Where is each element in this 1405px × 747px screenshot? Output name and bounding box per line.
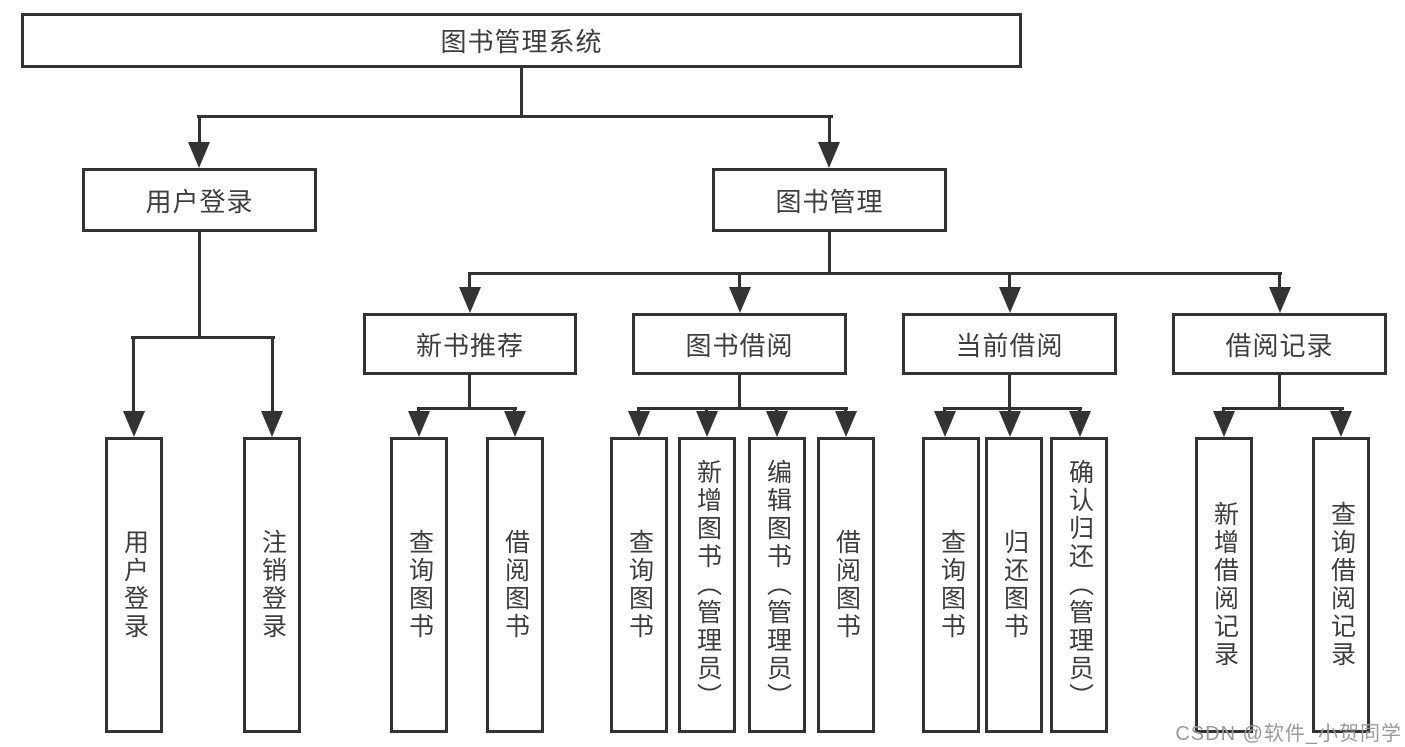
leaf-query-borrow-record: 查询借阅记录 bbox=[1312, 437, 1370, 733]
leaf-edit-book-admin: 编辑图书（管理员） bbox=[748, 437, 806, 733]
connector-root-rail bbox=[197, 115, 833, 118]
node-book-management: 图书管理 bbox=[712, 168, 947, 232]
connector-book-mgmt-stem bbox=[828, 232, 831, 275]
leaf-confirm-return-admin: 确认归还（管理员） bbox=[1050, 437, 1108, 733]
leaf-query-books: 查询图书 bbox=[610, 437, 668, 733]
arrowhead-down-icon bbox=[696, 411, 718, 437]
connector-drop-login-leaf bbox=[132, 336, 135, 413]
connector-bookborrow-stem bbox=[738, 375, 741, 410]
connector-drop-book-borrow bbox=[738, 272, 741, 290]
connector-currentborrow-stem bbox=[1008, 375, 1011, 410]
node-book-borrowing: 图书借阅 bbox=[632, 313, 847, 375]
connector-drop-logout-leaf bbox=[271, 336, 274, 413]
leaf-user-login: 用户登录 bbox=[105, 437, 163, 733]
leaf-return-books: 归还图书 bbox=[985, 437, 1043, 733]
connector-bookborrow-rail bbox=[637, 407, 848, 410]
connector-newbook-rail bbox=[417, 407, 517, 410]
connector-book-mgmt-rail bbox=[468, 272, 1282, 275]
node-user-login: 用户登录 bbox=[82, 168, 317, 232]
leaf-query-books: 查询图书 bbox=[922, 437, 980, 733]
arrowhead-down-icon bbox=[729, 287, 751, 313]
connector-root-stem bbox=[520, 68, 523, 118]
arrowhead-down-icon bbox=[628, 411, 650, 437]
arrowhead-down-icon bbox=[999, 411, 1021, 437]
node-library-management-system: 图书管理系统 bbox=[21, 13, 1022, 68]
leaf-add-book-admin: 新增图书（管理员） bbox=[678, 437, 736, 733]
arrowhead-down-icon bbox=[459, 287, 481, 313]
leaf-borrow-books: 借阅图书 bbox=[486, 437, 544, 733]
connector-user-login-stem bbox=[198, 232, 201, 339]
leaf-query-books: 查询图书 bbox=[390, 437, 448, 733]
node-current-borrowing: 当前借阅 bbox=[902, 313, 1117, 375]
arrowhead-down-icon bbox=[818, 142, 840, 168]
leaf-add-borrow-record: 新增借阅记录 bbox=[1195, 437, 1253, 733]
connector-newbook-stem bbox=[468, 375, 471, 410]
arrowhead-down-icon bbox=[261, 411, 283, 437]
arrowhead-down-icon bbox=[934, 411, 956, 437]
arrowhead-down-icon bbox=[123, 411, 145, 437]
leaf-logout: 注销登录 bbox=[243, 437, 301, 733]
arrowhead-down-icon bbox=[999, 287, 1021, 313]
connector-user-login-rail bbox=[131, 336, 275, 339]
arrowhead-down-icon bbox=[1269, 287, 1291, 313]
arrowhead-down-icon bbox=[1069, 411, 1091, 437]
node-new-book-recommendation: 新书推荐 bbox=[363, 313, 577, 375]
connector-records-rail bbox=[1222, 407, 1344, 410]
connector-drop-new-book bbox=[468, 272, 471, 290]
arrowhead-down-icon bbox=[188, 142, 210, 168]
arrowhead-down-icon bbox=[408, 411, 430, 437]
connector-records-stem bbox=[1278, 375, 1281, 410]
arrowhead-down-icon bbox=[766, 411, 788, 437]
connector-drop-user-login bbox=[198, 115, 201, 145]
connector-drop-borrow-records bbox=[1278, 272, 1281, 290]
connector-drop-current-borrow bbox=[1008, 272, 1011, 290]
connector-drop-book-management bbox=[828, 115, 831, 145]
connector-currentborrow-rail bbox=[943, 407, 1082, 410]
arrowhead-down-icon bbox=[1330, 411, 1352, 437]
leaf-borrow-books: 借阅图书 bbox=[817, 437, 875, 733]
csdn-watermark: CSDN @软件_小贺同学 bbox=[1175, 723, 1402, 745]
arrowhead-down-icon bbox=[1213, 411, 1235, 437]
arrowhead-down-icon bbox=[504, 411, 526, 437]
node-borrowing-records: 借阅记录 bbox=[1172, 313, 1387, 375]
arrowhead-down-icon bbox=[835, 411, 857, 437]
